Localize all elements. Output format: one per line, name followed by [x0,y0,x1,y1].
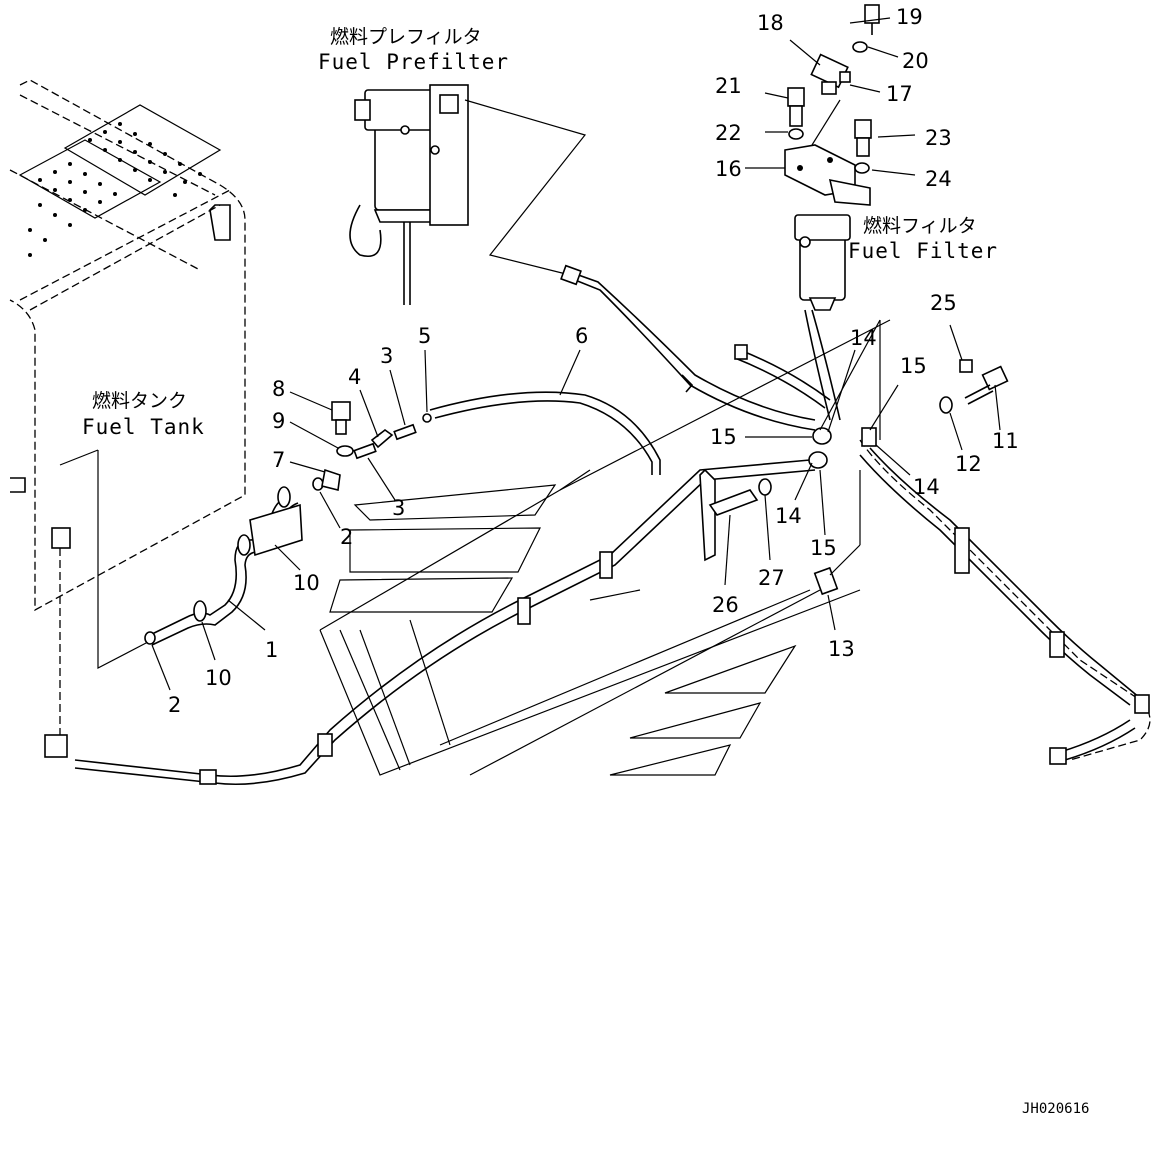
callout-26: 26 [712,593,739,617]
callout-1: 1 [265,638,278,662]
fuel-tank [9,79,246,669]
callout-2b: 2 [340,525,353,549]
callout-10a: 10 [293,571,320,595]
callout-15b: 15 [810,536,837,560]
prefilter-label-jp: 燃料プレフィルタ [330,26,482,48]
callout-14c: 14 [913,475,940,499]
callout-20: 20 [902,49,929,73]
callout-3b: 3 [392,496,405,520]
callout-15a: 15 [710,425,737,449]
callout-27: 27 [758,566,785,590]
callout-9: 9 [272,409,285,433]
tank-label-en: Fuel Tank [82,415,205,439]
callout-17: 17 [886,82,913,106]
part-callouts: 1 2 2 3 3 4 5 6 7 8 9 10 10 11 12 13 14 … [168,5,1019,717]
callout-16: 16 [715,157,742,181]
prefilter-label-en: Fuel Prefilter [318,50,509,74]
callout-15c: 15 [900,354,927,378]
tank-label-jp: 燃料タンク [92,390,187,412]
fuel-filter-assembly [784,4,880,311]
callout-22: 22 [715,121,742,145]
callout-3a: 3 [380,344,393,368]
fuel-lines [44,264,1151,785]
suction-pipe-parts [144,401,432,646]
callout-24: 24 [925,167,952,191]
callout-4: 4 [348,365,361,389]
callout-2a: 2 [168,693,181,717]
drawing-code: JH020616 [1022,1101,1089,1117]
callout-13: 13 [828,637,855,661]
callout-6: 6 [575,324,588,348]
callout-21: 21 [715,74,742,98]
leader-lines [151,17,1001,691]
frame-outline [319,319,891,776]
callout-12: 12 [955,452,982,476]
callout-8: 8 [272,377,285,401]
callout-14b: 14 [775,504,802,528]
callout-14a: 14 [850,326,877,350]
callout-5: 5 [418,324,431,348]
callout-19: 19 [896,5,923,29]
callout-25: 25 [930,291,957,315]
callout-10b: 10 [205,666,232,690]
callout-7: 7 [272,448,285,472]
filter-label-jp: 燃料フィルタ [863,215,977,237]
filter-label-en: Fuel Filter [848,239,998,263]
fuel-prefilter-assembly [349,84,587,305]
callout-18: 18 [757,11,784,35]
callout-11: 11 [992,429,1019,453]
assembly-labels: 燃料プレフィルタ Fuel Prefilter 燃料フィルタ Fuel Filt… [82,26,998,439]
callout-23: 23 [925,126,952,150]
